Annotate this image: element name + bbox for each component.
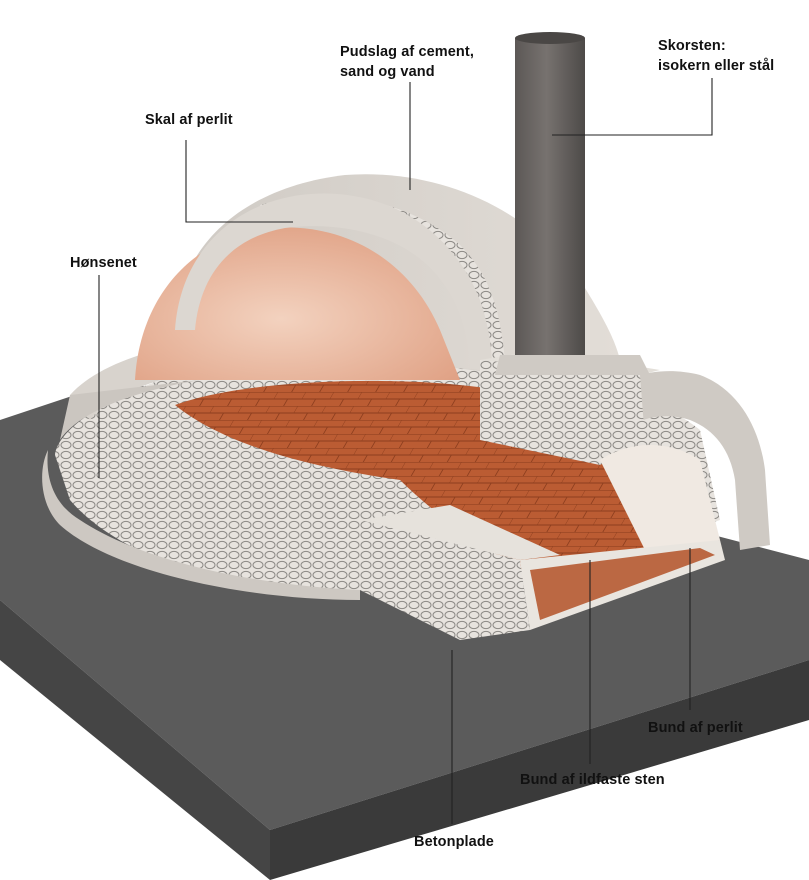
- leader-lines: [98, 78, 713, 824]
- leader-chimney: [552, 78, 713, 136]
- label-slab: Betonplade: [414, 834, 494, 850]
- chimney: [495, 32, 650, 375]
- label-firebrick-floor: Bund af ildfaste sten: [520, 772, 665, 788]
- label-chimney-line2: isokern eller stål: [658, 58, 775, 74]
- oven-mouth: [480, 350, 770, 560]
- front-cut: [360, 505, 725, 640]
- leader-shell: [185, 140, 293, 223]
- label-plaster: Pudslag af cement, sand og vand: [340, 42, 474, 82]
- label-plaster-line2: sand og vand: [340, 64, 435, 80]
- label-shell: Skal af perlit: [145, 112, 233, 128]
- label-chimney: Skorsten: isokern eller stål: [658, 36, 774, 76]
- label-perlite-floor: Bund af perlit: [648, 720, 743, 736]
- dome: [135, 174, 620, 380]
- label-mesh: Hønsenet: [70, 255, 137, 271]
- label-plaster-line1: Pudslag af cement,: [340, 44, 474, 60]
- label-chimney-line1: Skorsten:: [658, 38, 726, 54]
